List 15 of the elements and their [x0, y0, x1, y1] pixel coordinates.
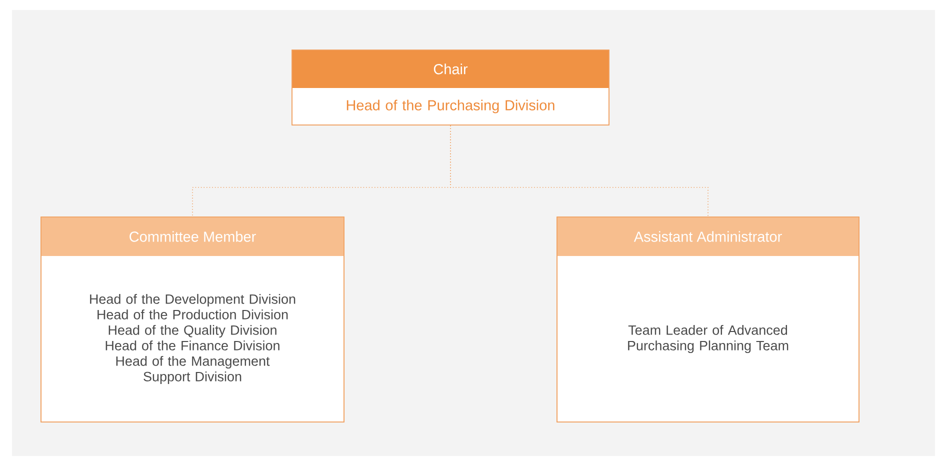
box-heading: Committee Member [130, 231, 256, 242]
node-label: Head of the Management Support Division [116, 356, 270, 384]
node-label: Head of the Finance Division [106, 340, 280, 350]
org-box [556, 216, 860, 422]
connector-line [450, 125, 708, 217]
box-text: Head of the Purchasing Division [346, 100, 554, 114]
node-label: Head of the Quality Division [108, 324, 276, 338]
box-text: Head of the Development Division Head of the Production Division Head of the Quality Division Head of the Finance Division Head of the Management Support Division [90, 294, 296, 384]
node-label: Head of the Production Division [98, 309, 288, 320]
box-heading: Assistant Administrator [634, 231, 782, 242]
org-box [40, 216, 344, 422]
node-label: Head of the Development Division [90, 294, 296, 307]
org-box [292, 50, 610, 126]
box-heading: Chair [434, 64, 468, 74]
box-text: Team Leader of Advanced Purchasing Planning Team [628, 324, 788, 354]
